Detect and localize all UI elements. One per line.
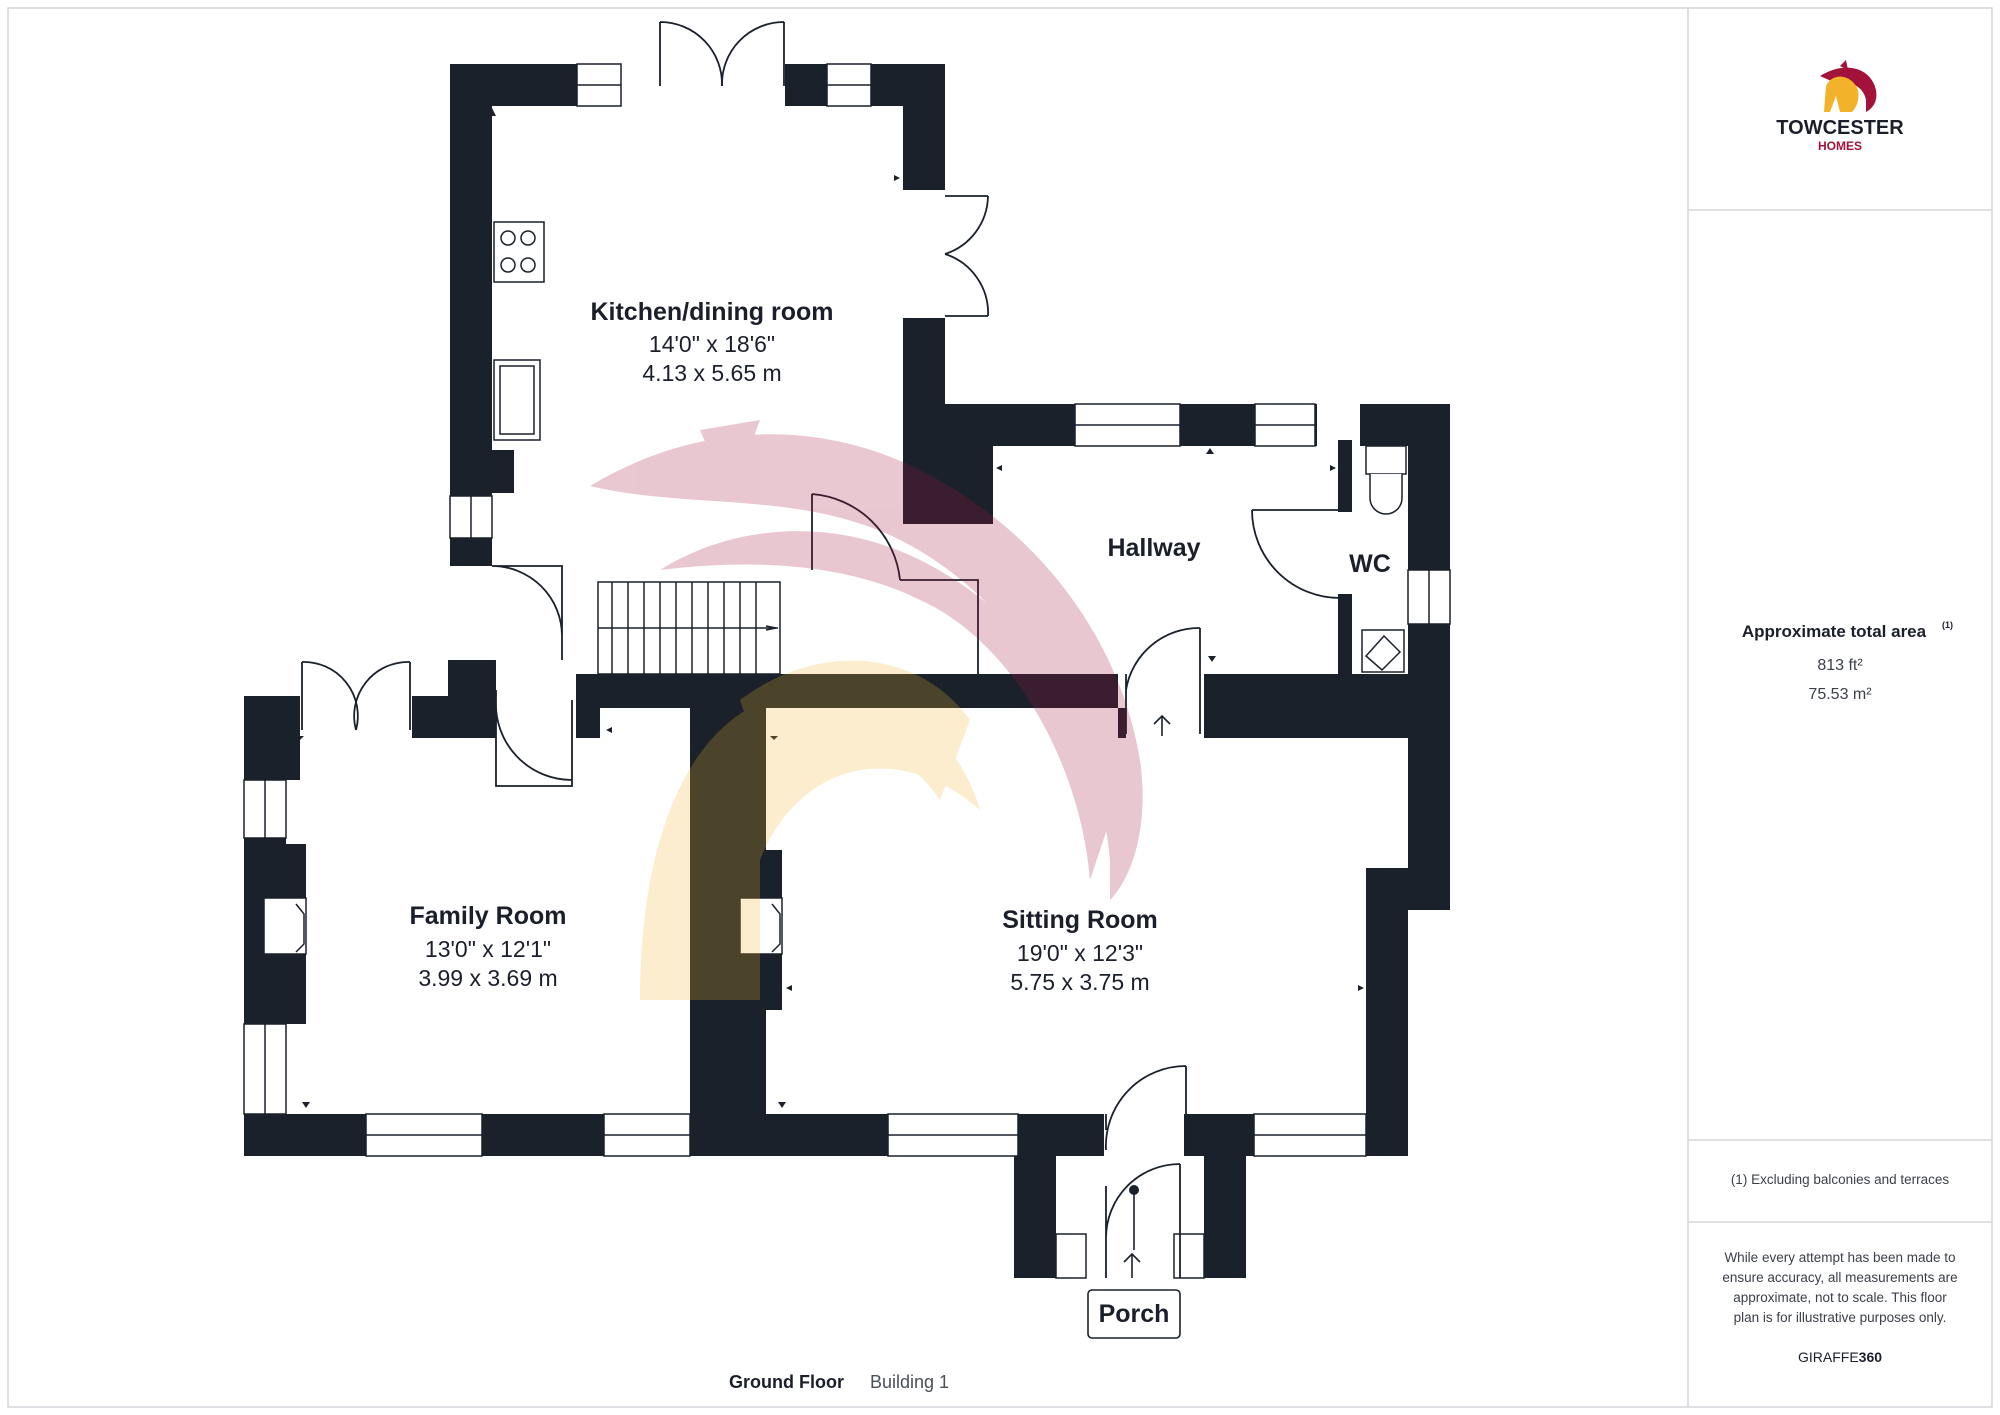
helmet-icon — [1820, 60, 1877, 112]
kitchen-imperial: 14'0" x 18'6" — [649, 331, 775, 357]
room-labels: Kitchen/dining room 14'0" x 18'6" 4.13 x… — [410, 298, 1391, 1339]
sheet-border — [7, 7, 1993, 1408]
area-metric: 75.53 m² — [1808, 686, 1872, 703]
area-title: Approximate total area — [1742, 622, 1927, 641]
disclaimer-line-2: ensure accuracy, all measurements are — [1722, 1270, 1957, 1285]
brand-sub: HOMES — [1818, 139, 1862, 153]
staircase — [597, 581, 781, 675]
hob-icon — [493, 221, 545, 283]
floor-label: Ground Floor — [729, 1372, 844, 1392]
toilet-cistern-icon — [1365, 445, 1407, 475]
footnote: (1) Excluding balconies and terraces — [1731, 1172, 1950, 1187]
porch-label-box — [1087, 1289, 1181, 1339]
disclaimer-line-3: approximate, not to scale. This floor — [1733, 1290, 1947, 1305]
credit-right: 360 — [1859, 1349, 1883, 1365]
area-note-marker: (1) — [1942, 620, 1953, 630]
measure-markers — [296, 108, 1364, 1108]
area-imperial: 813 ft² — [1817, 657, 1863, 674]
kitchen-metric: 4.13 x 5.65 m — [642, 360, 781, 386]
building-label: Building 1 — [870, 1372, 949, 1392]
walls — [244, 64, 1450, 1278]
credit: GIRAFFE360 — [1798, 1349, 1882, 1365]
wc-fixtures — [1361, 445, 1407, 673]
wc-name: WC — [1349, 550, 1391, 578]
doors — [301, 21, 1341, 1278]
toilet-bowl-icon — [1369, 474, 1403, 515]
sitting-metric: 5.75 x 3.75 m — [1010, 969, 1149, 995]
hallway-name: Hallway — [1107, 534, 1200, 562]
credit-left: GIRAFFE — [1798, 1349, 1859, 1365]
kitchen-name: Kitchen/dining room — [590, 298, 833, 326]
family-metric: 3.99 x 3.69 m — [418, 965, 557, 991]
disclaimer-line-1: While every attempt has been made to — [1724, 1250, 1955, 1265]
entry-arrows — [1123, 714, 1171, 1278]
watermark-logo-icon — [590, 420, 1143, 1000]
disclaimer-line-4: plan is for illustrative purposes only. — [1734, 1310, 1947, 1325]
windows — [243, 63, 1451, 1279]
kitchen-fixtures — [493, 221, 545, 441]
porch-name: Porch — [1099, 1300, 1170, 1328]
brand-name: TOWCESTER — [1776, 117, 1904, 139]
fireplaces — [263, 897, 783, 955]
sitting-name: Sitting Room — [1002, 906, 1158, 934]
family-imperial: 13'0" x 12'1" — [425, 936, 551, 962]
brand-logo: TOWCESTER HOMES — [1776, 60, 1904, 153]
family-name: Family Room — [410, 902, 567, 930]
sitting-imperial: 19'0" x 12'3" — [1017, 940, 1143, 966]
door-bell-icon — [1129, 1185, 1139, 1195]
